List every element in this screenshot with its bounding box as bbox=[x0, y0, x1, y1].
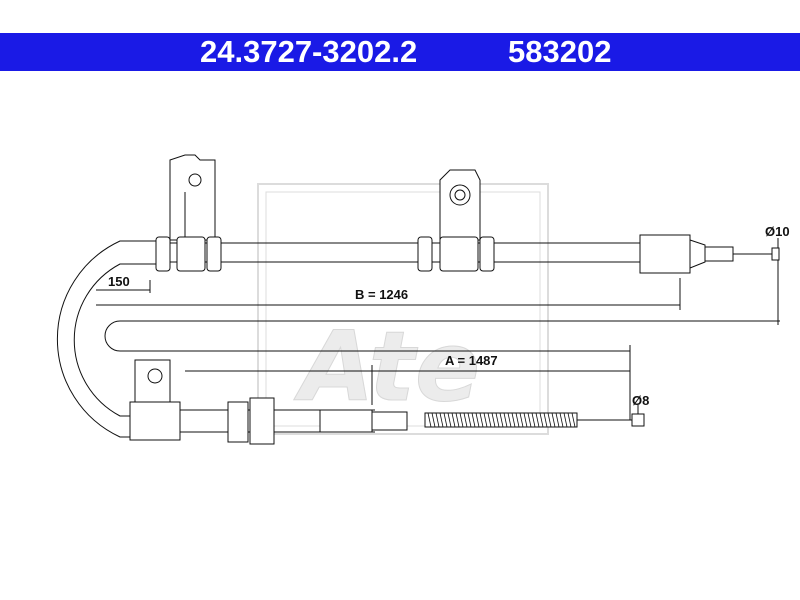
dim-b-label: B = 1246 bbox=[355, 287, 408, 302]
u-loop bbox=[56, 240, 780, 438]
title-bar: 24.3727-3202.2 583202 bbox=[0, 33, 800, 71]
reference-number: 583202 bbox=[508, 34, 612, 69]
diameter-10-label: Ø10 bbox=[765, 224, 790, 239]
dimension-lines bbox=[96, 238, 779, 420]
dim-a-label: A = 1487 bbox=[445, 353, 498, 368]
diameter-8-label: Ø8 bbox=[632, 393, 649, 408]
spring-coils bbox=[427, 412, 576, 428]
ate-watermark: Ate bbox=[257, 183, 549, 435]
upper-cable bbox=[155, 154, 780, 274]
lower-cable bbox=[129, 359, 645, 445]
ate-logo: Ate bbox=[293, 311, 480, 423]
dim-150-label: 150 bbox=[108, 274, 130, 289]
part-number: 24.3727-3202.2 bbox=[200, 34, 418, 69]
